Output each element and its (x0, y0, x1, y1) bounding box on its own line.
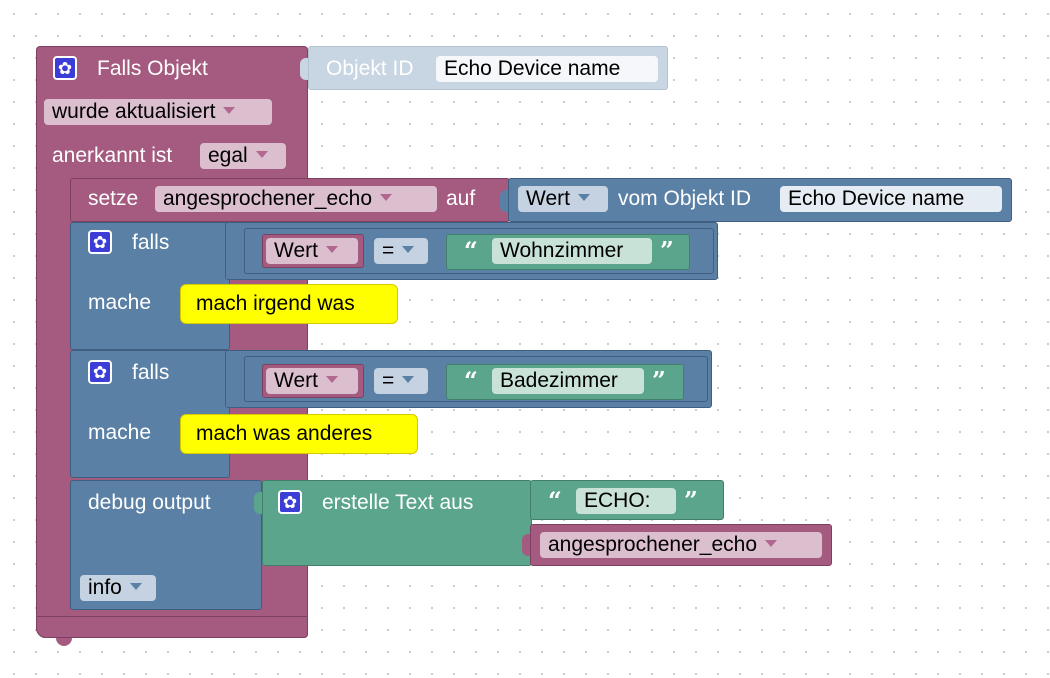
set-to-label: auf (446, 187, 476, 210)
set-label: setze (88, 187, 139, 210)
from-object-field[interactable]: Echo Device name (780, 186, 1002, 212)
close-quote-icon: ” (684, 486, 698, 515)
operator-1-dropdown[interactable]: = (374, 238, 428, 264)
create-text-block[interactable] (262, 480, 532, 566)
debug-level-value: info (88, 576, 122, 599)
object-id-tab (300, 58, 308, 80)
if-1-gear-icon[interactable]: ✿ (88, 230, 112, 254)
from-object-label: vom Objekt ID (618, 187, 752, 210)
debug-variable-value: angesprochener_echo (548, 533, 757, 556)
if-2-label: falls (132, 361, 170, 384)
text-1-field[interactable]: Wohnzimmer (492, 238, 652, 264)
chevron-down-icon (325, 375, 338, 383)
chevron-down-icon (255, 150, 268, 158)
value-2-dropdown[interactable]: Wert (266, 368, 358, 394)
action-2-text: mach was anderes (196, 422, 373, 445)
do-1-label: mache (88, 291, 152, 314)
operator-2-dropdown[interactable]: = (374, 368, 428, 394)
if-2-gear-icon[interactable]: ✿ (88, 360, 112, 384)
create-text-label: erstelle Text aus (322, 491, 474, 514)
debug-variable-tab (522, 534, 530, 556)
open-quote-icon: “ (548, 486, 562, 515)
action-1-text: mach irgend was (196, 292, 355, 315)
value-1-dropdown[interactable]: Wert (266, 238, 358, 264)
close-quote-icon: ” (660, 236, 674, 265)
trigger-gear-icon[interactable]: ✿ (53, 56, 77, 80)
trigger-title: Falls Objekt (97, 57, 208, 80)
trigger-block-footer (36, 616, 308, 638)
chevron-down-icon (402, 375, 415, 383)
operator-1-text: = (382, 239, 395, 262)
value-2-text: Wert (274, 369, 318, 392)
set-variable-dropdown[interactable]: angesprochener_echo (155, 186, 437, 212)
debug-variable-dropdown[interactable]: angesprochener_echo (540, 532, 822, 558)
open-quote-icon: “ (464, 366, 478, 395)
chevron-down-icon (765, 539, 777, 547)
if-1-label: falls (132, 231, 170, 254)
echo-text-field[interactable]: ECHO: (576, 488, 676, 514)
object-id-label: Objekt ID (326, 57, 414, 80)
create-text-gear-icon[interactable]: ✿ (278, 490, 302, 514)
create-text-tab (254, 492, 262, 514)
trigger-event-dropdown[interactable]: wurde aktualisiert (44, 99, 272, 125)
value-type-value: Wert (526, 187, 570, 210)
object-id-field[interactable]: Echo Device name (436, 56, 658, 82)
value-1-text: Wert (274, 239, 318, 262)
chevron-down-icon (577, 193, 590, 201)
open-quote-icon: “ (464, 236, 478, 265)
trigger-ack-value: egal (208, 144, 248, 167)
chevron-down-icon (380, 193, 392, 201)
debug-label: debug output (88, 491, 211, 514)
chevron-down-icon (325, 245, 338, 253)
chevron-down-icon (223, 106, 236, 114)
set-variable-value: angesprochener_echo (163, 187, 372, 210)
value-type-dropdown[interactable]: Wert (518, 186, 608, 212)
chevron-down-icon (129, 582, 142, 590)
trigger-ack-dropdown[interactable]: egal (200, 143, 286, 169)
trigger-footer-notch (56, 638, 72, 646)
trigger-ack-label: anerkannt ist (52, 144, 173, 167)
text-2-field[interactable]: Badezimmer (492, 368, 644, 394)
debug-level-dropdown[interactable]: info (80, 575, 156, 601)
chevron-down-icon (402, 245, 415, 253)
action-block-1[interactable] (180, 284, 398, 324)
trigger-event-value: wurde aktualisiert (52, 100, 216, 123)
close-quote-icon: ” (652, 366, 666, 395)
do-2-label: mache (88, 421, 152, 444)
action-block-2[interactable] (180, 414, 418, 454)
operator-2-text: = (382, 369, 395, 392)
get-value-tab (500, 190, 508, 212)
